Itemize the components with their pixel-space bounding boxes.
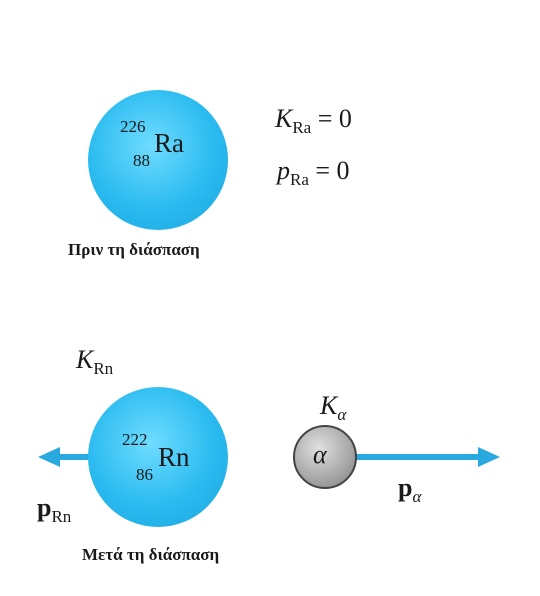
radon-nucleus <box>88 387 228 527</box>
rn-kinetic-subscript: Rn <box>93 359 114 378</box>
radon-nuclide-label: 222 Rn 86 <box>122 431 212 491</box>
alpha-momentum-subscript: α <box>412 487 422 506</box>
alpha-momentum-arrow <box>355 447 500 467</box>
radon-symbol: Rn <box>158 442 190 472</box>
after-decay-caption: Μετά τη διάσπαση <box>82 545 220 564</box>
radon-momentum-label: pRn <box>37 493 71 527</box>
radium-kinetic-energy: KRa = 0 <box>275 104 352 138</box>
momentum-subscript: Ra <box>290 170 309 189</box>
momentum-value: = 0 <box>315 156 350 185</box>
rn-momentum-symbol: p <box>37 493 52 522</box>
radium-nuclide-label: 226 Ra 88 <box>120 118 210 178</box>
alpha-kinetic-subscript: α <box>337 405 347 424</box>
radium-symbol: Ra <box>154 128 184 158</box>
radon-mass-number: 222 <box>122 430 148 449</box>
alpha-particle <box>293 425 357 489</box>
momentum-symbol: p <box>277 156 290 185</box>
alpha-momentum-symbol: p <box>398 473 413 502</box>
alpha-kinetic-energy: Kα <box>320 391 346 425</box>
rn-kinetic-symbol: K <box>76 345 94 374</box>
radium-nucleus <box>88 90 228 230</box>
radium-mass-number: 226 <box>120 117 146 136</box>
alpha-particle-label: α <box>313 440 327 469</box>
radon-atomic-number: 86 <box>136 465 153 484</box>
kinetic-symbol: K <box>275 104 293 133</box>
alpha-kinetic-symbol: K <box>320 391 338 420</box>
radium-momentum: pRa = 0 <box>277 156 350 190</box>
kinetic-value: = 0 <box>317 104 352 133</box>
radon-kinetic-energy: KRn <box>76 345 113 379</box>
rn-momentum-subscript: Rn <box>51 507 72 526</box>
radium-atomic-number: 88 <box>133 151 150 170</box>
kinetic-subscript: Ra <box>292 118 312 137</box>
alpha-momentum-label: pα <box>398 473 421 507</box>
before-decay-caption: Πριν τη διάσπαση <box>68 240 200 259</box>
